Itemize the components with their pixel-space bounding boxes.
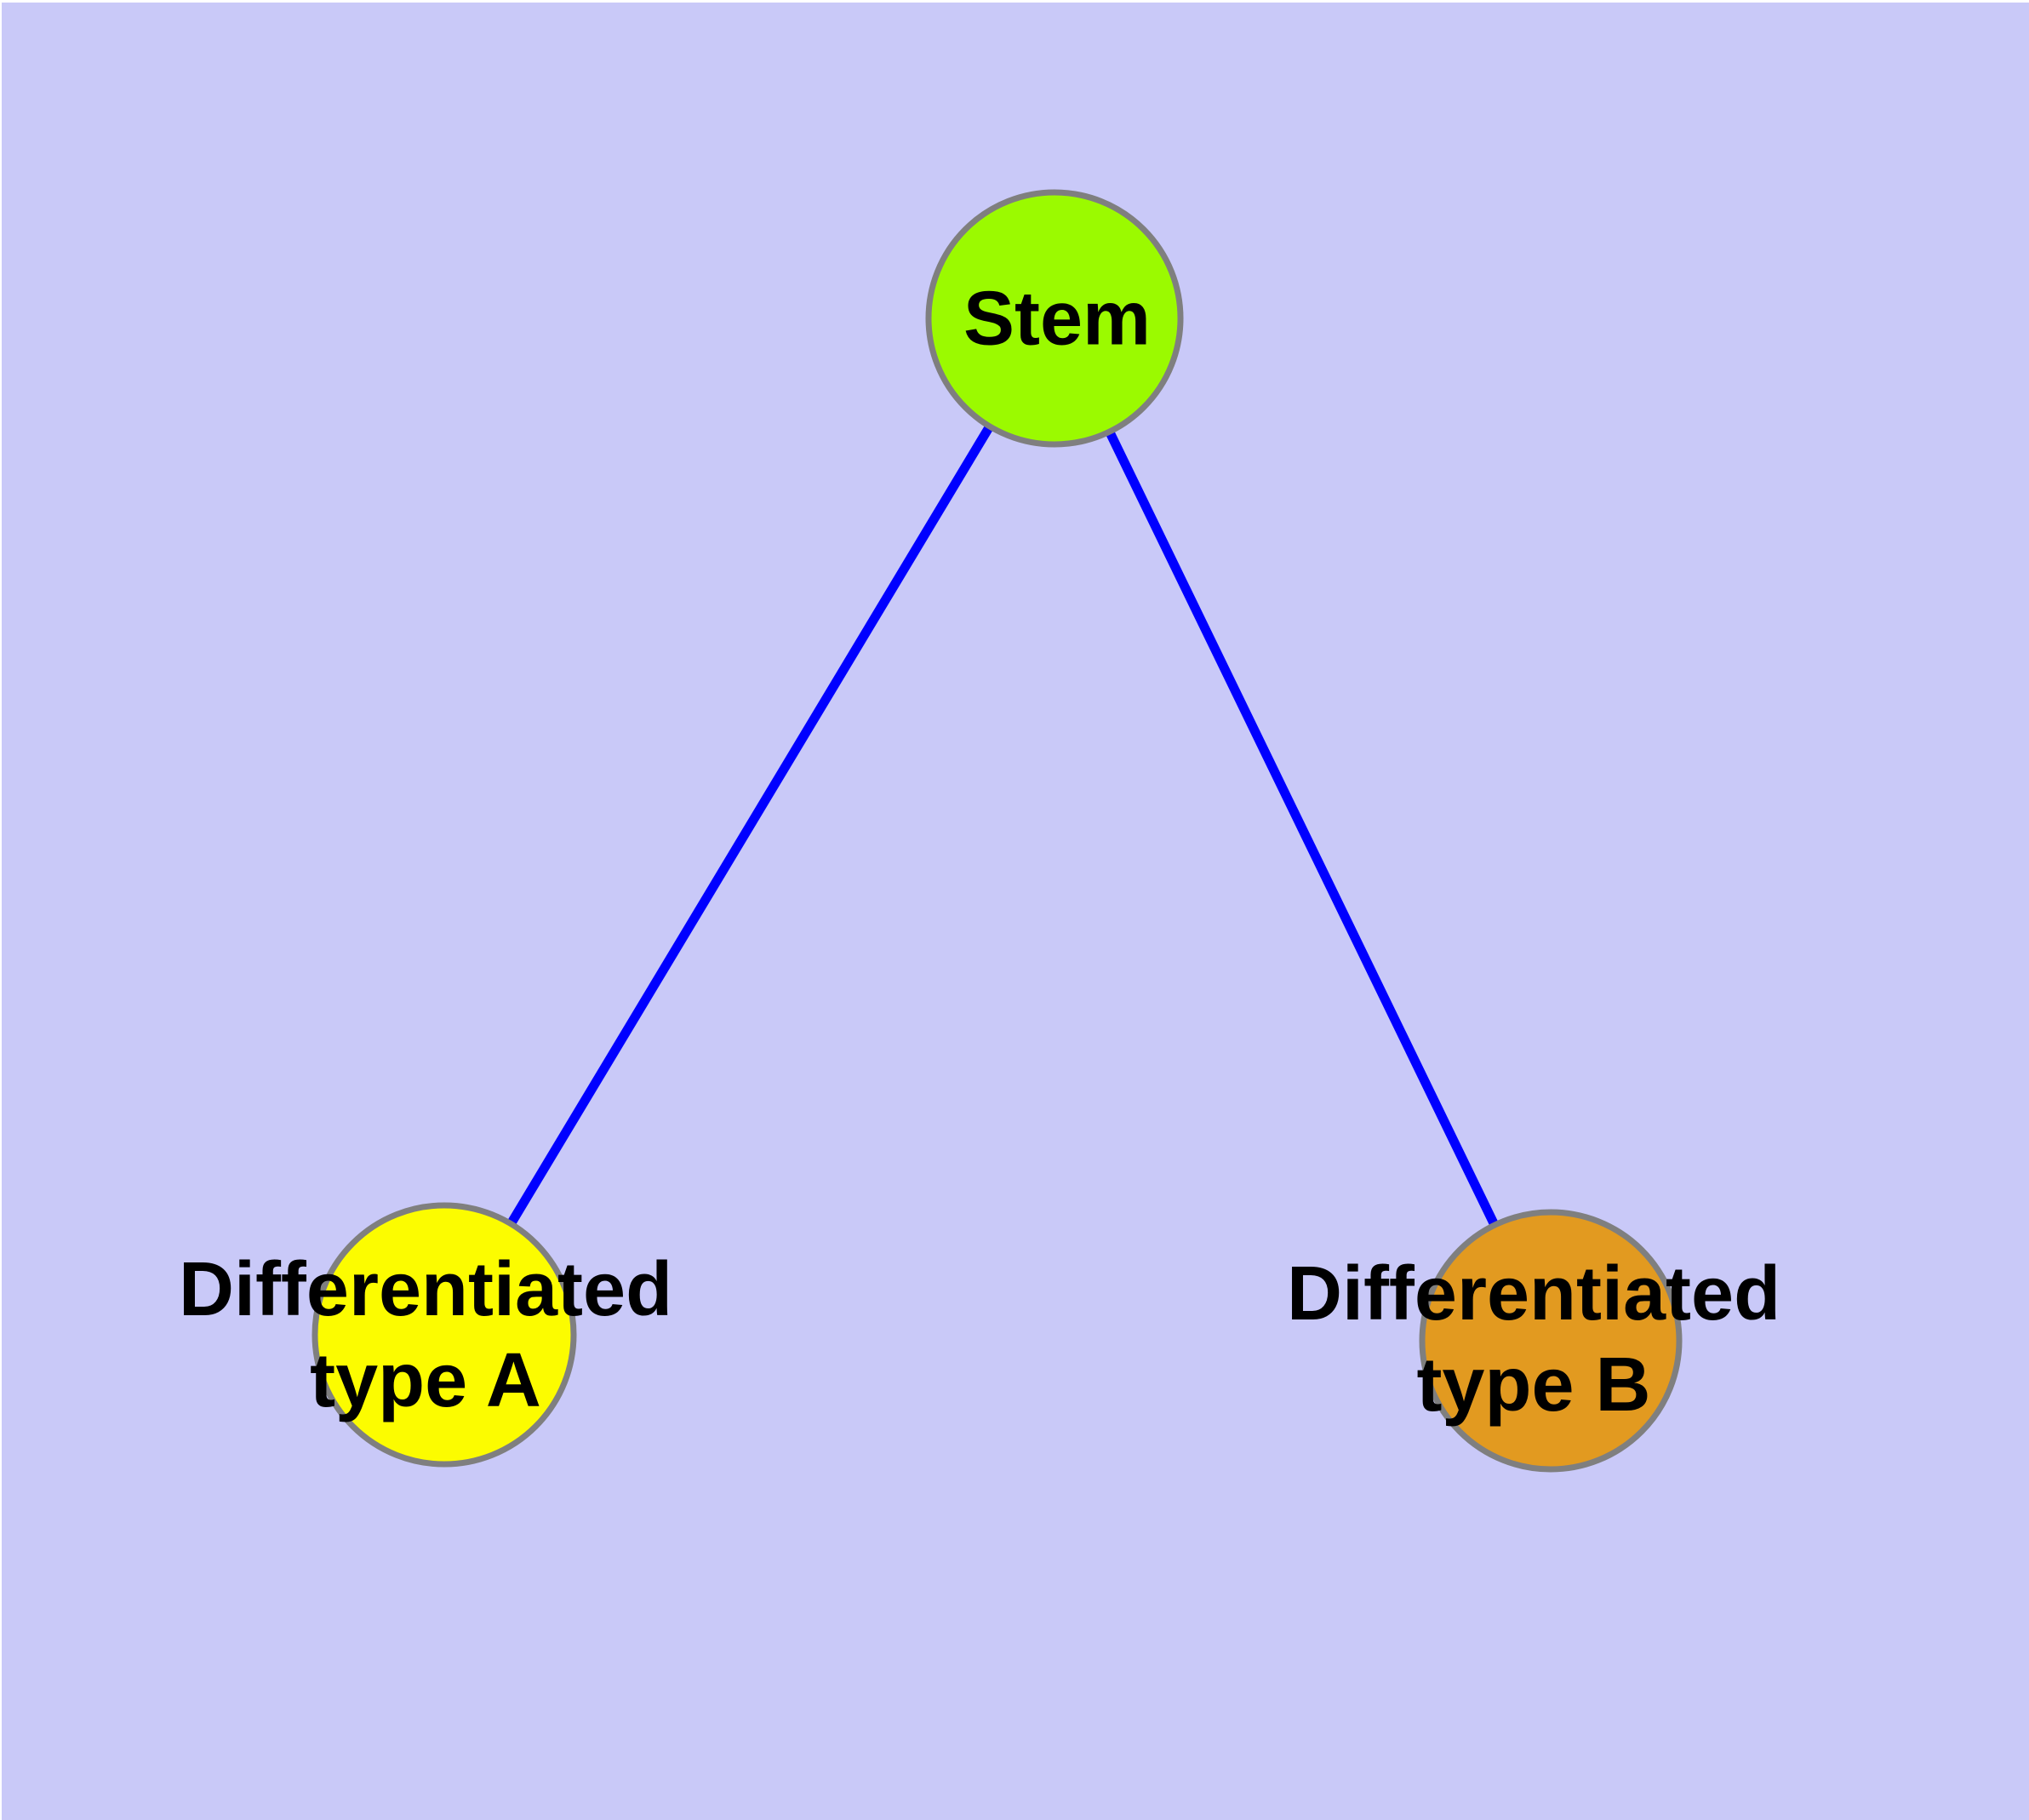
edge-stem-to-type-b bbox=[1050, 316, 1555, 1343]
node-stem-circle bbox=[925, 189, 1184, 448]
node-differentiated-b-circle bbox=[1419, 1209, 1683, 1473]
differentiation-diagram: Stem Differentiated type A Differentiate… bbox=[2, 3, 2029, 1820]
edge-stem-to-type-a bbox=[440, 316, 1059, 1337]
diagram-canvas bbox=[2, 3, 2029, 1820]
node-differentiated-a-circle bbox=[311, 1202, 577, 1468]
